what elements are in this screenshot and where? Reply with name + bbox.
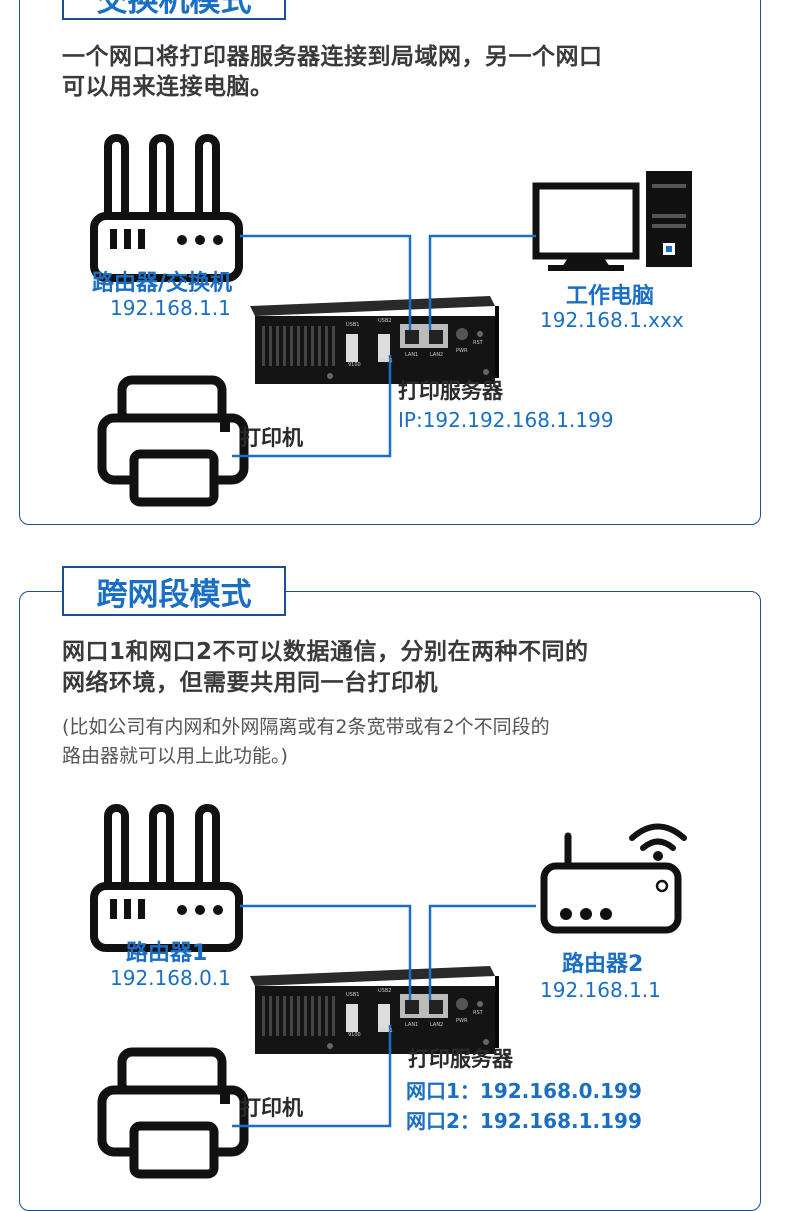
section2-note-line2: 路由器就可以用上此功能。) xyxy=(62,745,288,767)
pwr-label: PWR xyxy=(456,348,468,354)
wifi-router-icon xyxy=(540,823,687,934)
usb2-label: USB2 xyxy=(378,318,392,324)
router-connection-line xyxy=(240,234,412,330)
pwr-label-2: PWR xyxy=(456,1018,468,1024)
port1-ip: 网口1：192.168.0.199 xyxy=(406,1079,642,1103)
section2-description-line2: 网络环境，但需要共用同一台打印机 xyxy=(62,670,438,696)
desktop-pc-icon xyxy=(532,171,692,271)
router1-label: 路由器1 xyxy=(126,941,208,966)
pc-ip: 192.168.1.xxx xyxy=(540,308,684,332)
usb1-label-2: USB1 xyxy=(346,992,360,998)
lan2-label: LAN2 xyxy=(430,352,444,358)
print-server-device-icon xyxy=(250,296,499,384)
printer-label-2: 打印机 xyxy=(240,1096,303,1120)
port-9100-label-2: 9100 xyxy=(348,1032,361,1038)
router1-ip: 192.168.0.1 xyxy=(110,966,231,990)
printer-connection-line xyxy=(232,355,392,458)
usb1-label: USB1 xyxy=(346,322,360,328)
switch-mode-panel xyxy=(19,0,761,525)
port2-ip: 网口2：192.168.1.199 xyxy=(406,1109,642,1133)
printer-label: 打印机 xyxy=(240,426,303,450)
pc-label: 工作电脑 xyxy=(566,284,655,309)
pc-connection-line xyxy=(428,234,536,330)
port-9100-label: 9100 xyxy=(348,362,361,368)
router-icon xyxy=(94,138,239,278)
section1-description-line2: 可以用来连接电脑。 xyxy=(62,74,274,100)
lan1-label: LAN1 xyxy=(405,352,419,358)
router2-label: 路由器2 xyxy=(562,952,644,977)
router-label: 路由器/交换机 xyxy=(92,271,233,296)
section1-description-line1: 一个网口将打印器服务器连接到局域网，另一个网口 xyxy=(62,44,603,70)
rst-label: RST xyxy=(473,340,483,346)
router2-ip: 192.168.1.1 xyxy=(540,978,661,1002)
network-diagram xyxy=(0,0,692,1183)
section2-title: 跨网段模式 xyxy=(62,566,286,616)
section2-note-line1: (比如公司有内网和外网隔离或有2条宽带或有2个不同段的 xyxy=(62,716,550,738)
server-ip: IP:192.192.168.1.199 xyxy=(398,408,614,432)
router1-icon xyxy=(94,808,239,948)
print-server-device-icon-2 xyxy=(250,966,499,1054)
printer-icon-2 xyxy=(102,1052,244,1174)
printer-connection-line-2 xyxy=(232,1025,392,1128)
rst-label-2: RST xyxy=(473,1010,483,1016)
lan2-label-2: LAN2 xyxy=(430,1022,444,1028)
printer-icon xyxy=(102,380,244,502)
router1-connection-line xyxy=(240,904,412,1000)
lan1-label-2: LAN1 xyxy=(405,1022,419,1028)
server-label: 打印服务器 xyxy=(398,379,503,403)
router-ip: 192.168.1.1 xyxy=(110,296,231,320)
router2-connection-line xyxy=(428,904,536,1000)
port-9101-label: 9101 xyxy=(380,358,393,364)
section1-title: 交换机模式 xyxy=(62,0,286,20)
port-9101-label-2: 9101 xyxy=(380,1028,393,1034)
section2-description-line1: 网口1和网口2不可以数据通信，分别在两种不同的 xyxy=(62,639,589,665)
usb2-label-2: USB2 xyxy=(378,988,392,994)
server-label-2: 打印服务器 xyxy=(408,1047,513,1071)
